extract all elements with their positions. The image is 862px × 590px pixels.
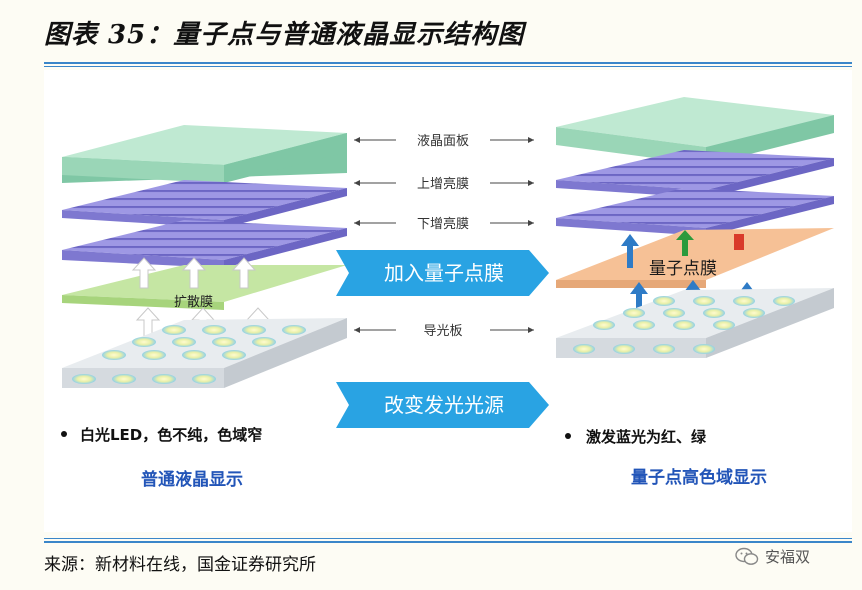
right-led-dots bbox=[573, 296, 795, 354]
banner-change-light-source-text: 改变发光光源 bbox=[384, 393, 504, 417]
label-light-guide-plate: 导光板 bbox=[423, 324, 462, 339]
center-labels: 液晶面板 上增亮膜 下增亮膜 导光板 bbox=[354, 134, 534, 339]
label-qd-film: 量子点膜 bbox=[649, 259, 717, 279]
wechat-icon bbox=[735, 547, 759, 565]
banner-add-qd-film: 加入量子点膜 bbox=[336, 250, 549, 296]
banner-change-light-source: 改变发光光源 bbox=[336, 382, 549, 428]
left-lcd-panel bbox=[62, 125, 347, 183]
row-light-guide: 导光板 bbox=[354, 324, 534, 339]
row-upper-film: 上增亮膜 bbox=[354, 176, 534, 192]
left-light-guide-plate bbox=[62, 318, 347, 388]
row-lower-film: 下增亮膜 bbox=[354, 216, 534, 232]
left-diffuser-film bbox=[62, 265, 347, 310]
left-stack: 扩散膜 bbox=[62, 125, 347, 388]
right-stack: 量子点膜 bbox=[556, 97, 834, 358]
top-rule-thin bbox=[44, 66, 852, 67]
right-color-arrows bbox=[621, 230, 744, 268]
left-lower-film bbox=[62, 220, 347, 268]
bottom-rule-thin bbox=[44, 538, 852, 539]
watermark-text: 安福双 bbox=[765, 548, 811, 566]
bottom-rule bbox=[44, 541, 852, 543]
watermark: 安福双 bbox=[735, 546, 810, 567]
label-lcd-panel: 液晶面板 bbox=[417, 134, 469, 149]
left-upper-film bbox=[62, 180, 347, 228]
top-rule bbox=[44, 62, 852, 64]
left-bullet-text: 白光LED，色不纯，色域窄 bbox=[80, 426, 262, 444]
left-led-dots bbox=[72, 325, 306, 384]
label-lower-film: 下增亮膜 bbox=[417, 216, 469, 232]
source-note: 来源：新材料在线，国金证券研究所 bbox=[44, 555, 316, 575]
label-upper-film: 上增亮膜 bbox=[417, 176, 469, 192]
label-diffuser-film: 扩散膜 bbox=[174, 295, 213, 310]
right-lower-film bbox=[556, 188, 834, 236]
left-notes: 白光LED，色不纯，色域窄 普通液晶显示 bbox=[61, 426, 262, 490]
banner-add-qd-film-text: 加入量子点膜 bbox=[384, 261, 504, 285]
left-caption: 普通液晶显示 bbox=[141, 469, 243, 490]
row-lcd-panel: 液晶面板 bbox=[354, 134, 534, 149]
right-light-guide-plate bbox=[556, 288, 834, 358]
right-caption: 量子点高色域显示 bbox=[631, 467, 767, 488]
right-qd-film bbox=[556, 228, 834, 288]
lcd-structure-diagram: 扩散膜 液晶面板 上增亮膜 下增亮膜 导光板 加入量子点膜 改变发光光源 bbox=[61, 97, 834, 490]
right-notes: 激发蓝光为红、绿 量子点高色域显示 bbox=[565, 428, 767, 488]
right-bullet-text: 激发蓝光为红、绿 bbox=[586, 428, 707, 446]
figure-title: 图表 35：量子点与普通液晶显示结构图 bbox=[44, 20, 525, 50]
